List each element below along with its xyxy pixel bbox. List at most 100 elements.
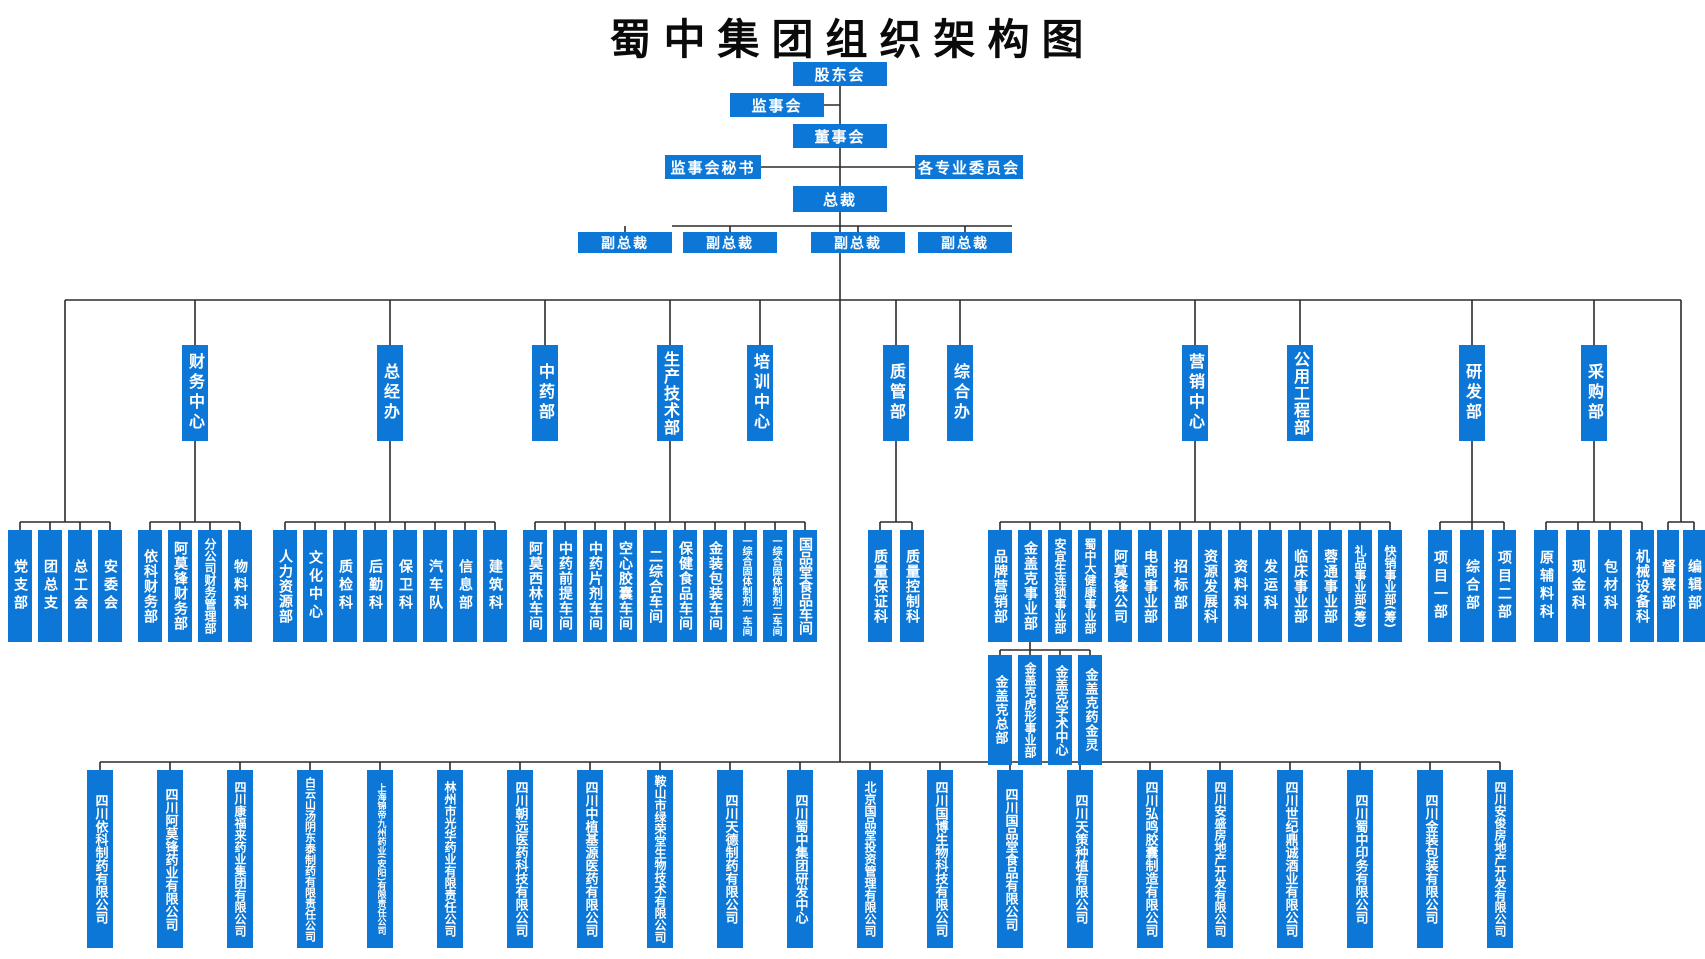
sub-dept-box: 礼品事业部(筹) <box>1348 530 1372 642</box>
connector-path <box>19 86 1695 770</box>
company-box: 四川国品堂食品有限公司 <box>997 770 1023 948</box>
sub-dept-box: 保卫科 <box>393 530 417 642</box>
dept-box-comprehensive-office: 综合办 <box>947 345 973 441</box>
sub-dept-box: 物料科 <box>228 530 252 642</box>
dept-box-rd-dept: 研发部 <box>1459 345 1485 441</box>
sub-dept-box: 金装包装车间 <box>703 530 727 642</box>
sub-dept-box: 综合部 <box>1460 530 1484 642</box>
vice-president-box: 副总裁 <box>578 232 672 253</box>
sub-dept-box: 汽车队 <box>423 530 447 642</box>
company-box: 四川阿莫锋药业有限公司 <box>157 770 183 948</box>
company-box: 林州市光华药业有限责任公司 <box>437 770 463 948</box>
sub-dept-box: 阿莫西林车间 <box>523 530 547 642</box>
sub-dept-box: 安委会 <box>98 530 122 642</box>
dept-box-training-center: 培训中心 <box>747 345 773 441</box>
page-title: 蜀中集团组织架构图 <box>609 15 1096 64</box>
sub-dept-box: 后勤科 <box>363 530 387 642</box>
dept-box-quality-dept: 质管部 <box>883 345 909 441</box>
node-supervisory-board: 监事会 <box>730 93 824 117</box>
company-box: 四川蜀中印务有限公司 <box>1347 770 1373 948</box>
sub-dept-box: 文化中心 <box>303 530 327 642</box>
company-box: 北京国品堂投资管理有限公司 <box>857 770 883 948</box>
sub-dept-box: 质量保证科 <box>868 530 892 642</box>
jingaike-sub-box: 金盖克药金灵 <box>1078 655 1102 765</box>
company-box: 四川蜀中集团研发中心 <box>787 770 813 948</box>
sub-dept-box: 一综合固体制剂一车间 <box>733 530 757 642</box>
dept-box-general-office: 总经办 <box>377 345 403 441</box>
node-president: 总裁 <box>793 186 887 212</box>
sub-dept-box: 国品堂食品车间 <box>793 530 817 642</box>
node-board-of-directors: 董事会 <box>793 124 887 148</box>
company-box: 四川天策种植有限公司 <box>1067 770 1093 948</box>
node-special-committees: 各专业委员会 <box>915 155 1023 179</box>
sub-dept-box: 金盖克事业部 <box>1018 530 1042 642</box>
sub-dept-box: 资源发展科 <box>1198 530 1222 642</box>
sub-dept-box: 团总支 <box>38 530 62 642</box>
sub-dept-box: 项目一部 <box>1428 530 1452 642</box>
sub-dept-box: 临床事业部 <box>1288 530 1312 642</box>
sub-dept-box: 蓉通事业部 <box>1318 530 1342 642</box>
node-shareholders: 股东会 <box>793 62 887 86</box>
sub-dept-box: 发运科 <box>1258 530 1282 642</box>
company-box: 四川天德制药有限公司 <box>717 770 743 948</box>
sub-dept-box: 资料科 <box>1228 530 1252 642</box>
sub-dept-box: 党支部 <box>8 530 32 642</box>
sub-dept-box: 一综合固体制剂二车间 <box>763 530 787 642</box>
sub-dept-box: 包材科 <box>1598 530 1622 642</box>
dept-box-procurement-dept: 采购部 <box>1581 345 1607 441</box>
dept-box-marketing-center: 营销中心 <box>1182 345 1208 441</box>
vice-president-box: 副总裁 <box>918 232 1012 253</box>
company-box: 四川金装包装有限公司 <box>1417 770 1443 948</box>
jingaike-sub-box: 金盖克虎形事业部 <box>1018 655 1042 765</box>
sub-dept-box: 原辅料科 <box>1534 530 1558 642</box>
vice-president-box: 副总裁 <box>683 232 777 253</box>
sub-dept-box: 品牌营销部 <box>988 530 1012 642</box>
company-box: 四川国博生物科技有限公司 <box>927 770 953 948</box>
dept-box-utility-engineering-dept: 公用工程部 <box>1287 345 1313 441</box>
sub-dept-box: 安宜生连锁事业部 <box>1048 530 1072 642</box>
company-box: 四川依科制药有限公司 <box>87 770 113 948</box>
sub-dept-box: 项目二部 <box>1492 530 1516 642</box>
sub-dept-box: 二综合车间 <box>643 530 667 642</box>
sub-dept-box: 质量控制科 <box>900 530 924 642</box>
sub-dept-box: 建筑科 <box>483 530 507 642</box>
sub-dept-box: 信息部 <box>453 530 477 642</box>
sub-dept-box: 保健食品车间 <box>673 530 697 642</box>
sub-dept-box: 现金科 <box>1566 530 1590 642</box>
company-box: 四川弘鸣胶囊制造有限公司 <box>1137 770 1163 948</box>
dept-box-production-tech-dept: 生产技术部 <box>657 345 683 441</box>
company-box: 白云山汤阴东泰制药有限责任公司 <box>297 770 323 948</box>
sub-dept-box: 阿莫锋公司 <box>1108 530 1132 642</box>
sub-dept-box: 质检科 <box>333 530 357 642</box>
jingaike-sub-box: 金盖克总部 <box>988 655 1012 765</box>
company-box: 四川世纪鼎诚酒业有限公司 <box>1277 770 1303 948</box>
sub-dept-box: 阿莫锋财务部 <box>168 530 192 642</box>
sub-dept-box: 蜀中大健康事业部 <box>1078 530 1102 642</box>
sub-dept-box: 人力资源部 <box>273 530 297 642</box>
company-box: 四川安盛房地产开发有限公司 <box>1207 770 1233 948</box>
company-box: 上海锦帝九州药业(安阳)有限责任公司 <box>367 770 393 948</box>
sub-dept-box: 招标部 <box>1168 530 1192 642</box>
company-box: 四川朝远医药科技有限公司 <box>507 770 533 948</box>
company-box: 四川中植基源医药有限公司 <box>577 770 603 948</box>
vice-president-box: 副总裁 <box>811 232 905 253</box>
sub-dept-box: 中药片剂车间 <box>583 530 607 642</box>
company-box: 鞍山市绿荣堂生物技术有限公司 <box>647 770 673 948</box>
node-board-secretary: 监事会秘书 <box>665 155 761 179</box>
sub-dept-box: 空心胶囊车间 <box>613 530 637 642</box>
sub-dept-box: 编辑部 <box>1683 530 1705 642</box>
sub-dept-box: 电商事业部 <box>1138 530 1162 642</box>
sub-dept-box: 快销事业部(筹) <box>1378 530 1402 642</box>
sub-dept-box: 分公司财务管理部 <box>198 530 222 642</box>
sub-dept-box: 中药前提车间 <box>553 530 577 642</box>
dept-box-tcm-dept: 中药部 <box>532 345 558 441</box>
sub-dept-box: 督察部 <box>1657 530 1679 642</box>
sub-dept-box: 机械设备科 <box>1630 530 1654 642</box>
company-box: 四川康福来药业集团有限公司 <box>227 770 253 948</box>
dept-box-finance-center: 财务中心 <box>182 345 208 441</box>
company-box: 四川安俊房地产开发有限公司 <box>1487 770 1513 948</box>
jingaike-sub-box: 金盖克学术中心 <box>1048 655 1072 765</box>
sub-dept-box: 依科财务部 <box>138 530 162 642</box>
